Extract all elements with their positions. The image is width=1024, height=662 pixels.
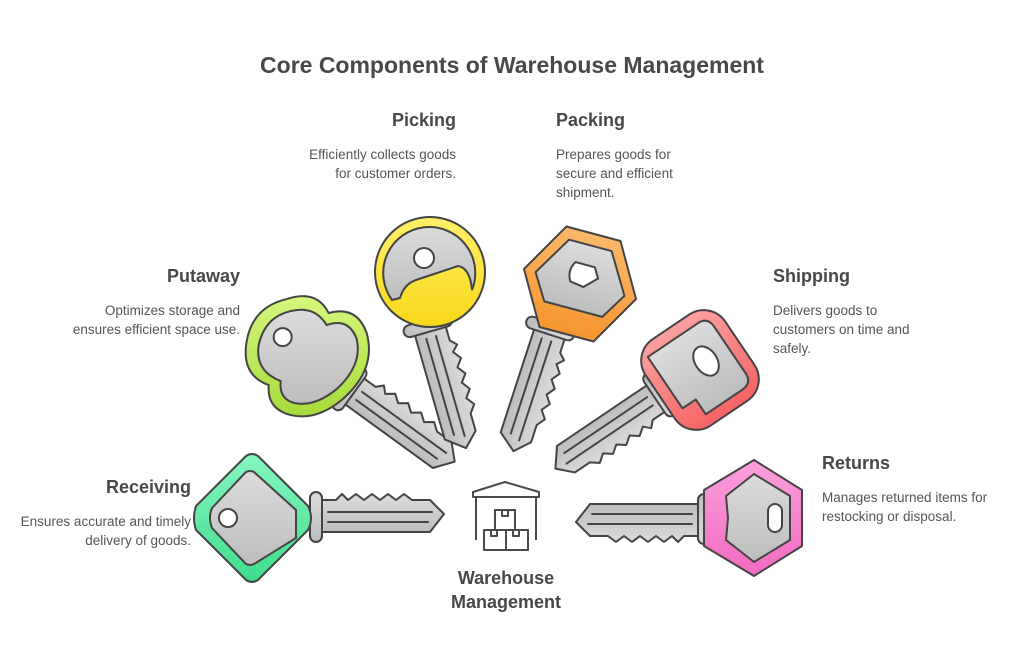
center-label-line1: Warehouse xyxy=(457,568,555,588)
shipping-label: Shipping Delivers goods to customers on … xyxy=(773,266,943,358)
packing-title: Packing xyxy=(556,110,626,130)
center-label: Warehouse Management xyxy=(426,566,586,614)
returns-key-head xyxy=(703,459,803,577)
packing-key-icon xyxy=(485,314,577,459)
shipping-description: Delivers goods to customers on time and … xyxy=(773,303,910,356)
picking-title: Picking xyxy=(391,110,456,130)
center-label-line2: Management xyxy=(450,592,562,612)
putaway-label: Putaway Optimizes storage and ensures ef… xyxy=(70,266,240,339)
returns-title: Returns xyxy=(822,453,891,473)
packing-label: Packing Prepares goods for secure and ef… xyxy=(556,110,706,202)
returns-label: Returns Manages returned items for resto… xyxy=(822,453,1002,526)
packing-description: Prepares goods for secure and efficient … xyxy=(556,147,673,200)
returns-description: Manages returned items for restocking or… xyxy=(822,490,988,524)
receiving-label: Receiving Ensures accurate and timely de… xyxy=(20,477,191,550)
putaway-title: Putaway xyxy=(166,266,240,286)
packing-key-head xyxy=(522,225,638,343)
shipping-key-head xyxy=(640,309,760,431)
returns-key-icon xyxy=(575,493,711,545)
warehouse-icon xyxy=(472,481,540,551)
putaway-key-icon xyxy=(244,295,469,486)
diagram-title: Core Components of Warehouse Management xyxy=(260,52,764,78)
receiving-description: Ensures accurate and timely delivery of … xyxy=(20,514,191,548)
shipping-title: Shipping xyxy=(773,266,850,286)
receiving-title: Receiving xyxy=(105,477,191,497)
putaway-description: Optimizes storage and ensures efficient … xyxy=(72,303,240,337)
picking-key-head xyxy=(374,216,486,328)
picking-description: Efficiently collects goods for customer … xyxy=(309,147,456,181)
picking-label: Picking Efficiently collects goods for c… xyxy=(300,110,456,183)
receiving-key-icon xyxy=(193,453,445,583)
